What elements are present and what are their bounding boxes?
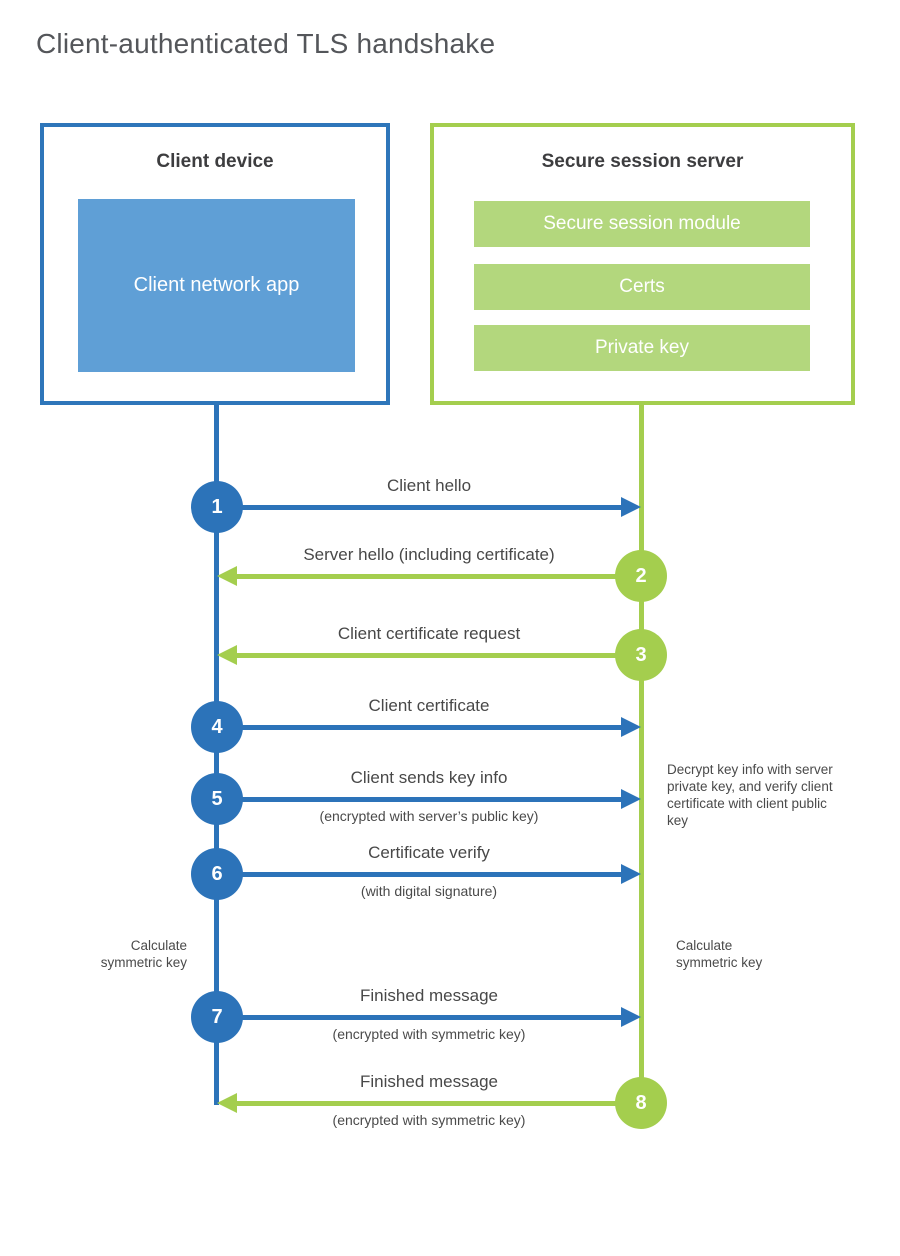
arrow-line: [235, 574, 641, 579]
message-sublabel: (encrypted with symmetric key): [332, 1112, 526, 1128]
step-number-badge: 6: [191, 848, 243, 900]
private-key-block: Private key: [474, 325, 810, 371]
step-number-badge: 8: [615, 1077, 667, 1129]
secure-session-server-box: Secure session server Secure session mod…: [430, 123, 855, 405]
arrow-line: [235, 653, 641, 658]
message-label: Client certificate request: [337, 624, 521, 643]
client-device-title: Client device: [156, 151, 274, 172]
message-sublabel: (encrypted with server’s public key): [319, 808, 539, 824]
message-sublabel: (with digital signature): [360, 883, 498, 899]
step-number-badge: 1: [191, 481, 243, 533]
certs-block: Certs: [474, 264, 810, 310]
step-number-badge: 2: [615, 550, 667, 602]
client-lifeline: [214, 405, 219, 1105]
client-network-app-label: Client network app: [133, 274, 300, 296]
arrow-right-icon: [621, 1007, 641, 1027]
calculate-symmetric-key-server: Calculate symmetric key: [676, 938, 763, 970]
decrypt-key-note: Decrypt key info with server private key…: [667, 762, 833, 828]
arrow-line: [217, 725, 623, 730]
arrow-line: [235, 1101, 641, 1106]
client-network-app-block: Client network app: [78, 199, 355, 372]
client-device-box: Client device Client network app: [40, 123, 390, 405]
message-label: Certificate verify: [368, 843, 490, 862]
arrow-left-icon: [217, 1093, 237, 1113]
arrow-left-icon: [217, 566, 237, 586]
arrow-left-icon: [217, 645, 237, 665]
step-number-badge: 4: [191, 701, 243, 753]
message-label: Finished message: [360, 986, 498, 1005]
server-modules: Secure session module Certs Private key: [474, 201, 810, 371]
arrow-line: [217, 1015, 623, 1020]
arrow-right-icon: [621, 497, 641, 517]
arrow-line: [217, 872, 623, 877]
message-label: Client certificate: [368, 696, 490, 715]
message-sublabel: (encrypted with symmetric key): [332, 1026, 526, 1042]
message-label: Client sends key info: [350, 768, 508, 787]
secure-session-module-block: Secure session module: [474, 201, 810, 247]
arrow-right-icon: [621, 717, 641, 737]
message-label: Client hello: [386, 476, 472, 495]
step-number-badge: 5: [191, 773, 243, 825]
step-number-badge: 7: [191, 991, 243, 1043]
arrow-line: [217, 505, 623, 510]
calculate-symmetric-key-client: Calculate symmetric key: [100, 938, 187, 970]
arrow-line: [217, 797, 623, 802]
arrow-right-icon: [621, 789, 641, 809]
secure-session-server-title: Secure session server: [541, 151, 744, 172]
server-lifeline: [639, 405, 644, 1105]
message-label: Finished message: [360, 1072, 498, 1091]
page-title: Client-authenticated TLS handshake: [36, 28, 496, 59]
arrow-right-icon: [621, 864, 641, 884]
step-number-badge: 3: [615, 629, 667, 681]
message-label: Server hello (including certificate): [303, 545, 555, 564]
